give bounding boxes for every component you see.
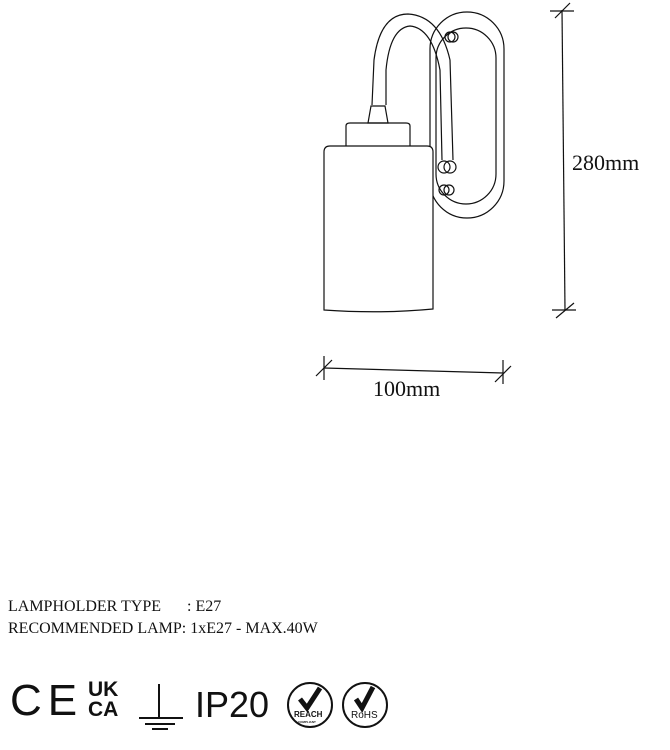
- reach-sub-label: COMPLIANT: [298, 720, 316, 724]
- reach-badge-circle: [287, 682, 333, 728]
- ce-mark: CE: [10, 676, 84, 725]
- height-dimension-label: 280mm: [572, 150, 640, 175]
- backplate-inner: [435, 27, 497, 205]
- lamp-label: RECOMMENDED LAMP:: [8, 620, 187, 637]
- rohs-badge-circle: [342, 682, 388, 728]
- screws: [437, 31, 459, 196]
- reach-check-icon: [298, 686, 323, 713]
- ukca-top: UK: [88, 678, 119, 701]
- recommended-lamp-spec: RECOMMENDED LAMP: 1xE27 - MAX.40W: [8, 620, 318, 638]
- reach-label: REACH: [294, 710, 323, 719]
- height-dimension-line: [550, 2, 576, 319]
- lamp-arm: [371, 13, 454, 161]
- lamp-neck: [367, 105, 389, 124]
- rohs-label: RoHS: [351, 710, 378, 721]
- ground-symbol-icon: [139, 684, 183, 730]
- lampholder-value: : E27: [187, 598, 222, 615]
- width-dimension-line: [315, 356, 512, 384]
- ukca-bottom: CA: [88, 698, 119, 721]
- width-dimension-label: 100mm: [373, 376, 441, 401]
- lampholder-spec: LAMPHOLDER TYPE : E27: [8, 598, 221, 616]
- rohs-check-icon: [353, 685, 376, 713]
- lamp-cap: [345, 122, 411, 146]
- ip-rating: IP20: [195, 684, 270, 725]
- backplate-outer: [429, 11, 505, 219]
- lampholder-label: LAMPHOLDER TYPE: [8, 598, 162, 615]
- lamp-value: 1xE27 - MAX.40W: [190, 620, 318, 637]
- lamp-glass: [323, 145, 434, 313]
